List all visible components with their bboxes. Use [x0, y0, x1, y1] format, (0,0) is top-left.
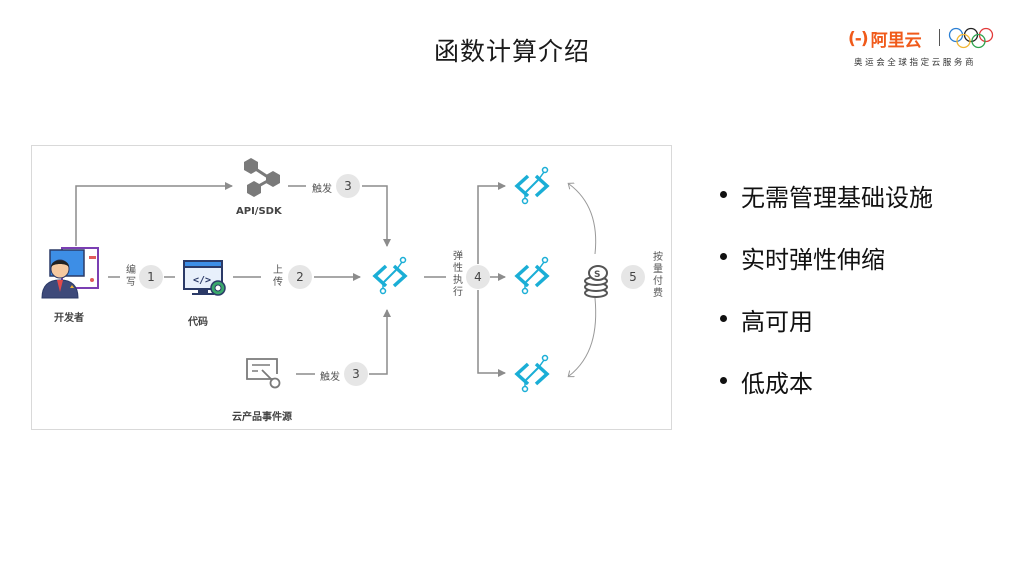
step-3-event-label: 触发: [320, 372, 340, 383]
bullet-icon: [720, 253, 727, 260]
step-2-label: 上传: [273, 265, 283, 288]
olympic-rings-icon: [948, 27, 994, 49]
bullet-icon: [720, 377, 727, 384]
logo-brand: (-) 阿里云: [848, 26, 922, 52]
function-instance-icon: [515, 255, 550, 296]
developer-label: 开发者: [54, 313, 84, 324]
api-sdk-icon: [244, 158, 280, 197]
feature-item: 高可用: [718, 302, 933, 364]
step-5-badge: 5: [621, 265, 645, 289]
logo-bracket-icon: (-): [848, 28, 869, 49]
feature-item: 无需管理基础设施: [718, 178, 933, 240]
step-1-label: 编写: [126, 265, 136, 288]
feature-text: 无需管理基础设施: [741, 184, 933, 212]
feature-list: 无需管理基础设施 实时弹性伸缩 高可用 低成本: [718, 178, 933, 426]
step-5-label: 按量付费: [653, 252, 663, 299]
slide-title: 函数计算介绍: [433, 37, 590, 66]
code-label: 代码: [188, 317, 208, 328]
function-instance-icon: [515, 353, 550, 394]
svg-text:</>: </>: [193, 275, 211, 286]
step-2-badge: 2: [288, 265, 312, 289]
api-sdk-label: API/SDK: [236, 206, 282, 217]
feature-text: 高可用: [741, 308, 813, 336]
step-3-event-badge: 3: [344, 362, 368, 386]
step-3-api-badge: 3: [336, 174, 360, 198]
logo-tagline: 奥运会全球指定云服务商: [854, 58, 977, 68]
event-source-icon: [246, 358, 281, 389]
event-source-label: 云产品事件源: [232, 412, 292, 423]
step-4-badge: 4: [466, 265, 490, 289]
bullet-icon: [720, 315, 727, 322]
aliyun-logo: (-) 阿里云 奥运会全球指定云服务商: [848, 26, 998, 72]
feature-item: 低成本: [718, 364, 933, 426]
connector-developer-to-api: [75, 182, 233, 246]
diagram-connectors: </> S: [41, 158, 608, 394]
feature-text: 实时弹性伸缩: [741, 246, 885, 274]
svg-text:S: S: [594, 270, 600, 280]
architecture-diagram: </> S 开发者 代码 API/SDK 云产品事件源 编写 1 上传: [31, 145, 672, 430]
function-instance-icon: [515, 165, 550, 206]
coins-icon: S: [584, 265, 608, 298]
feature-text: 低成本: [741, 370, 813, 398]
bullet-icon: [720, 191, 727, 198]
step-4-label: 弹性执行: [453, 251, 463, 298]
feature-item: 实时弹性伸缩: [718, 240, 933, 302]
code-icon: </>: [183, 260, 226, 296]
step-3-api-label: 触发: [312, 184, 332, 195]
developer-icon: [41, 247, 99, 299]
logo-divider: [939, 29, 940, 46]
step-1-badge: 1: [139, 265, 163, 289]
logo-brand-text: 阿里云: [870, 31, 922, 51]
function-compute-icon: [373, 255, 408, 296]
